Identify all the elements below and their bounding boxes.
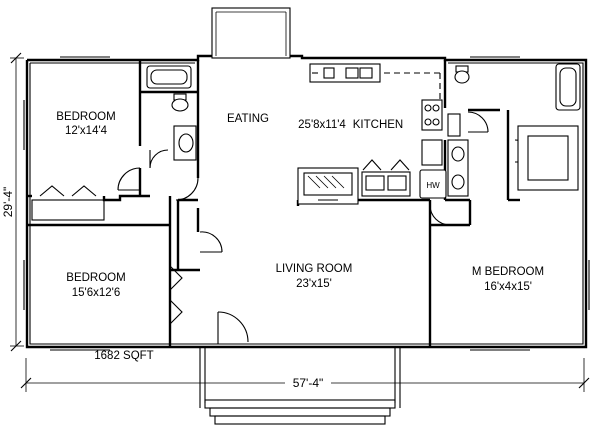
kitchen-size: 25'8x11'4 [298,119,346,131]
closet-bifold-doors [31,185,183,325]
kitchen-name: KITCHEN [353,119,403,131]
dimension-depth-line [10,52,24,352]
master-bedroom-name: M BEDROOM [472,266,544,278]
left-bath-fixtures [146,65,197,161]
rear-chimney [211,7,291,59]
living-room-name: LIVING ROOM [276,263,353,275]
bedroom-1-size: 12'x14'4 [65,125,108,137]
master-bedroom-size: 16'x4x15' [484,281,532,293]
eating-name: EATING [227,113,269,125]
area-label: 1682 SQFT [94,350,153,362]
windows [23,56,590,351]
bedroom-2-name: BEDROOM [66,272,125,284]
master-bath-fixtures [447,63,581,197]
dimension-width: 57'-4" [293,376,324,390]
living-room-size: 23'x15' [296,278,332,290]
interior-walls [27,60,520,347]
water-heater-label: HW [426,181,440,190]
bedroom-2-size: 15'6x12'6 [72,287,121,299]
kitchen-fixtures [297,63,447,205]
bedroom-1-name: BEDROOM [56,111,115,123]
front-porch [199,347,401,425]
dimension-depth: 29'-4" [1,187,15,218]
